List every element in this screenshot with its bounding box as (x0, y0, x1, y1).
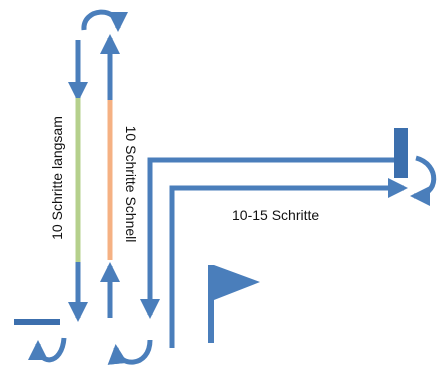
end-u-turn-arrow (410, 155, 437, 206)
top-u-turn-arrow (81, 9, 128, 32)
slow-walk-label: 10 Schritte langsam (49, 116, 65, 240)
return-path-arrow (169, 178, 408, 348)
flag-icon (208, 265, 260, 343)
end-marker-icon (394, 128, 408, 178)
side-walk-label: 10-15 Schritte (232, 207, 319, 223)
fast-walk-label: 10 Schritte Schnell (123, 126, 139, 243)
long-path-to-marker (140, 157, 398, 319)
bottom-u-turn-middle-arrow (107, 339, 153, 365)
bottom-u-turn-left-arrow (28, 337, 67, 363)
